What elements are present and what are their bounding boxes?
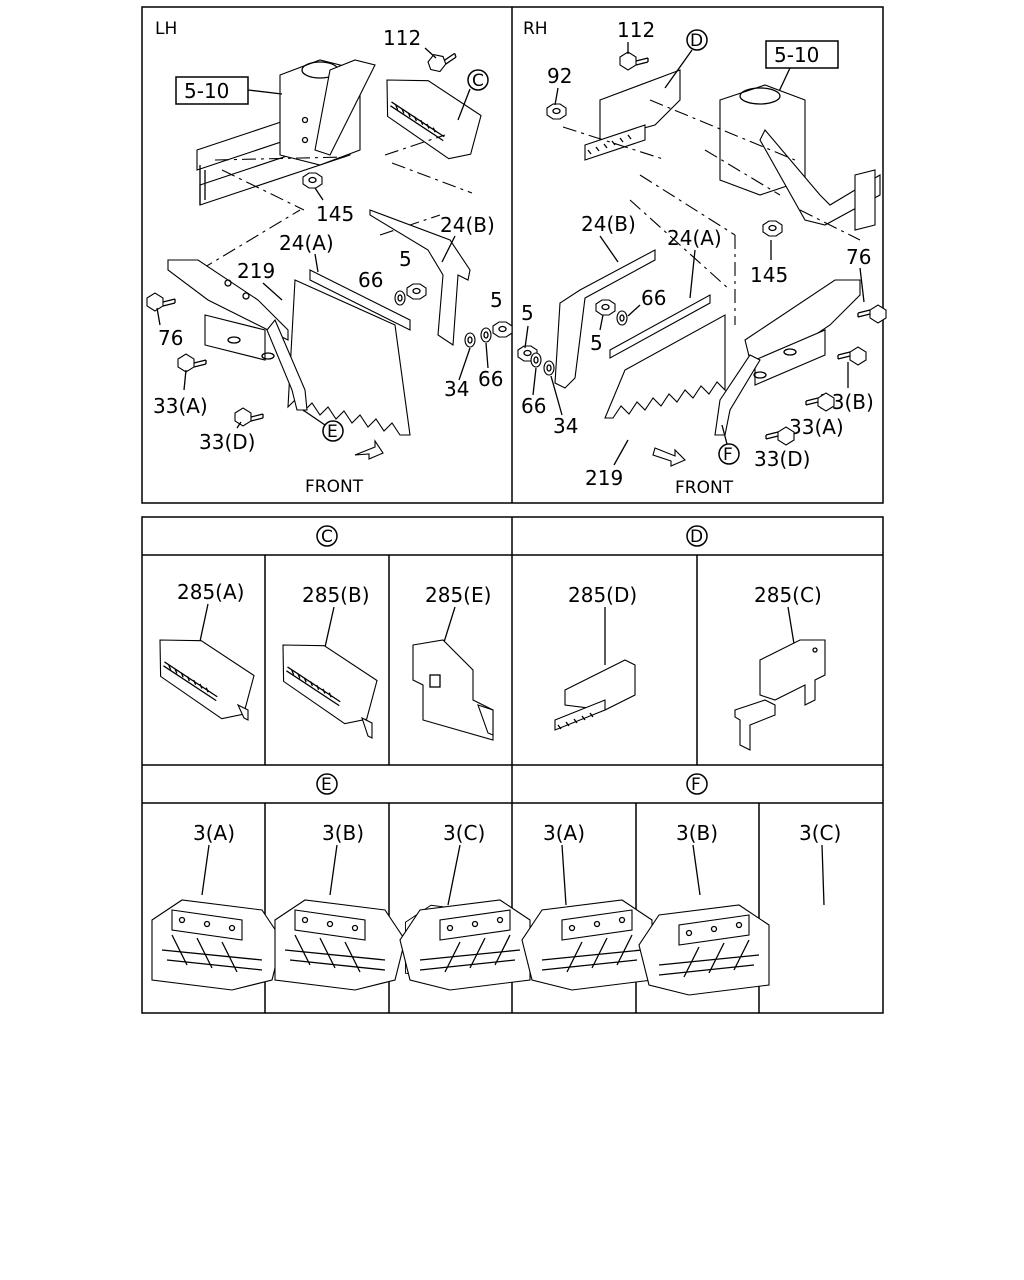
part-285a-label: 285(A) [177,580,244,604]
group-f-circle [686,773,708,795]
rh-bracket-ref: D [690,31,703,51]
lh-panel: LH 5-10 112 C 145 24(B) [146,19,513,497]
rh-ref-box [765,40,839,69]
lh-bolt-76-label: 76 [158,326,183,350]
rh-mudflap-219-label: 219 [585,466,623,490]
part-285c-label: 285(C) [754,583,822,607]
part-3b-f-label: 3(B) [676,821,718,845]
part-3b-e-label: 3(B) [322,821,364,845]
rh-bolt-33a-label: 33(A) [789,415,844,439]
lh-nut-5b-label: 5 [490,288,503,312]
rh-nut-145-label: 145 [750,263,788,287]
lh-bracket-ref: C [472,71,484,91]
rh-bolt-112-label: 112 [617,18,655,42]
lh-nut-5-label: 5 [399,247,412,271]
lh-stay-24b-label: 24(B) [440,213,495,237]
rh-washer-34-label: 34 [553,414,578,438]
rh-nut-5-label: 5 [590,331,603,355]
lh-bolt-112-label: 112 [383,26,421,50]
rh-bolt-33d-label: 33(D) [754,447,810,471]
lh-mudflap-219-label: 219 [237,259,275,283]
part-285b-label: 285(B) [302,583,370,607]
rh-nut-92-label: 92 [547,64,572,88]
lh-ref-label: 5-10 [184,79,229,103]
lh-bolt-33d-label: 33(D) [199,430,255,454]
part-285e-label: 285(E) [425,583,491,607]
group-e-circle [316,773,338,795]
lh-stay-24a-label: 24(A) [279,231,334,255]
lh-bracket-ref-circle [467,69,489,91]
group-e-label: E [321,775,332,795]
lh-front-label: FRONT [305,477,364,497]
lh-washer-66b-label: 66 [478,367,503,391]
group-d-label: D [690,527,703,547]
lh-bolt-33a-label: 33(A) [153,394,208,418]
rh-washer-66b-label: 66 [521,394,546,418]
rh-bracket-ref-circle [686,29,708,51]
lh-front-arrow [354,439,384,460]
rh-stay-24a-label: 24(A) [667,226,722,250]
part-3c-e-label: 3(C) [443,821,485,845]
lh-support-ref: E [327,422,338,442]
lh-nut-145-label: 145 [316,202,354,226]
part-285d-label: 285(D) [568,583,637,607]
rh-nut-5b-label: 5 [521,301,534,325]
lh-support-ref-circle [322,420,344,442]
variants-row-2: E F 3(A) 3(B) 3(C) 3(A) 3(B) 3(C) [151,773,841,996]
variants-row-1: C D 285(A) 285(B) 285(E) 285(D) 285(C) [143,525,826,751]
part-3a-f-label: 3(A) [543,821,585,845]
rh-ref-label: 5-10 [774,43,819,67]
group-d-circle [686,525,708,547]
part-3c-f-label: 3(C) [799,821,841,845]
lh-side-label: LH [155,19,177,39]
group-c-circle [316,525,338,547]
rh-support-ref: F [723,445,733,465]
rh-support-ref-circle [718,443,740,465]
rh-side-label: RH [523,19,548,39]
rh-panel: RH 112 D 92 5-10 145 24(B) [517,18,887,498]
rh-washer-66-label: 66 [641,286,666,310]
rh-stay-24b-label: 24(B) [581,212,636,236]
part-3a-e-label: 3(A) [193,821,235,845]
lh-washer-34-label: 34 [444,377,469,401]
rh-front-arrow [652,447,686,467]
rh-bolt-76-label: 76 [846,245,871,269]
rh-front-label: FRONT [675,478,734,498]
group-c-label: C [321,527,333,547]
lh-washer-66-label: 66 [358,268,383,292]
group-f-label: F [691,775,701,795]
